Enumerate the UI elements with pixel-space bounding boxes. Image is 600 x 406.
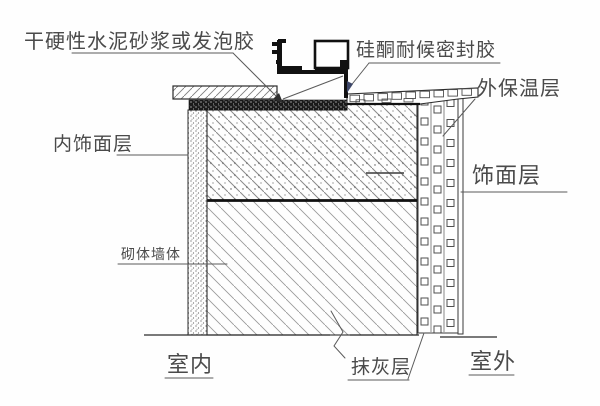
frame-clip-upper xyxy=(272,42,277,46)
exterior-finish-label: 饰面层 xyxy=(472,164,541,189)
callout-sealant: 硅酮耐候密封胶 xyxy=(347,39,501,93)
external-insulation-label: 外保温层 xyxy=(477,76,561,100)
plaster-right-leader xyxy=(407,332,425,380)
masonry-wall xyxy=(206,200,418,336)
concrete-band xyxy=(206,103,418,201)
window-sill-slab xyxy=(172,85,278,100)
plaster-break-leader xyxy=(330,310,346,359)
exterior-sill-tiles xyxy=(346,87,479,106)
frame-backer-line xyxy=(282,75,344,100)
frame-left-leg xyxy=(277,40,282,74)
mortar-bed xyxy=(188,99,348,111)
interior-finish-layer-strip xyxy=(187,109,208,336)
callouts: 干硬性水泥砂浆或发泡胶 硅酮耐候密封胶 外保温层 饰面层 内饰面层 砌体墙体 xyxy=(24,29,568,381)
window-frame-profile xyxy=(272,39,350,100)
masonry-wall-label: 砌体墙体 xyxy=(121,247,181,263)
callout-outdoor: 室外 xyxy=(468,350,516,376)
callout-indoor: 室内 xyxy=(164,353,214,379)
callout-external-insulation: 外保温层 xyxy=(442,76,561,137)
callout-mortar-foam: 干硬性水泥砂浆或发泡胶 xyxy=(24,29,283,103)
mortar-leader-arrowhead xyxy=(273,93,283,103)
frame-rail-notch xyxy=(302,66,315,70)
exterior-finish-strip xyxy=(457,91,464,335)
wall-section xyxy=(144,39,497,338)
frame-right-leg xyxy=(344,68,348,98)
frame-nub xyxy=(276,60,280,64)
insulation-layer xyxy=(417,95,459,334)
callout-interior-finish: 内饰面层 xyxy=(53,133,189,156)
indoor-label: 室内 xyxy=(167,353,213,378)
mortar-foam-label: 干硬性水泥砂浆或发泡胶 xyxy=(24,29,255,53)
callout-plaster: 抹灰层 xyxy=(330,310,425,381)
sealant-label: 硅酮耐候密封胶 xyxy=(356,39,496,61)
callout-masonry-wall: 砌体墙体 xyxy=(117,247,228,265)
plaster-label: 抹灰层 xyxy=(351,356,411,378)
callout-exterior-finish: 饰面层 xyxy=(460,164,568,193)
frame-corner-block xyxy=(340,60,347,67)
frame-clip-lower xyxy=(272,50,277,54)
interior-finish-label: 内饰面层 xyxy=(53,133,133,155)
sealant-leader-arrowhead xyxy=(347,81,353,93)
outdoor-label: 室外 xyxy=(470,350,516,375)
